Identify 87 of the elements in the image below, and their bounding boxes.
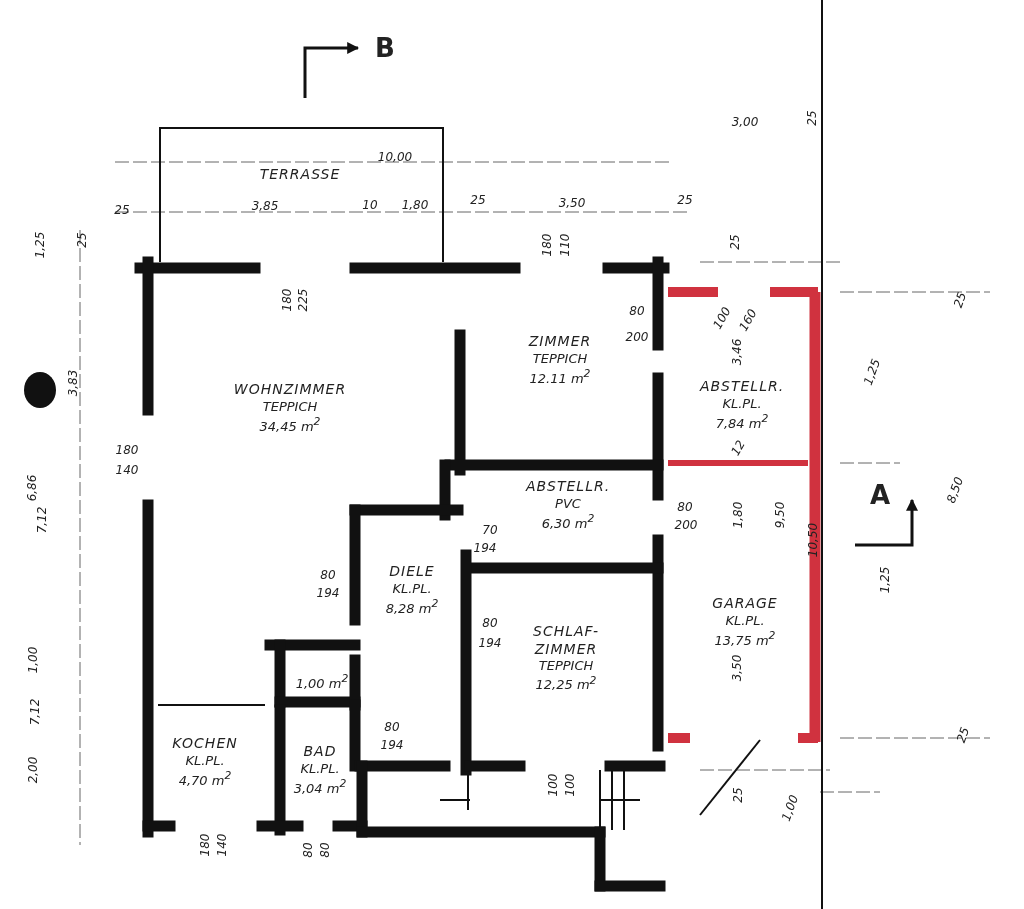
dimension-label: 25 xyxy=(114,204,130,216)
dimension-label: 6,86 xyxy=(26,474,38,502)
room-name: TERRASSE xyxy=(259,166,341,184)
dimension-label: 80 xyxy=(302,842,314,858)
dimension-label: 9,50 xyxy=(774,501,786,529)
floor-covering: KL.PL. xyxy=(721,395,763,413)
dimension-label: 25 xyxy=(470,194,486,206)
dimension-label: 180 xyxy=(199,833,211,857)
room-area: 4,70 m$^{2}$ xyxy=(172,769,238,789)
dimension-label: 180 xyxy=(541,233,553,257)
floor-covering: TEPPICH xyxy=(537,657,595,674)
dimension-label: 80 xyxy=(320,569,336,581)
dimension-label: 3,50 xyxy=(558,197,586,209)
dimension-label: 80 xyxy=(384,721,400,733)
room-area: 12.11 m$^{2}$ xyxy=(528,367,592,387)
section-label: A xyxy=(869,482,891,508)
floor-covering: KL.PL. xyxy=(299,760,341,778)
dimension-label: 140 xyxy=(115,464,139,476)
dimension-label: 110 xyxy=(559,233,571,257)
dimension-label: 80 xyxy=(629,305,645,317)
dimension-label: 194 xyxy=(473,542,497,554)
dimension-label: 3,83 xyxy=(67,369,79,397)
dimension-label: 180 xyxy=(281,288,293,312)
dimension-label: 25 xyxy=(951,290,969,310)
dimension-label: 3,50 xyxy=(731,654,743,682)
dimension-label: 194 xyxy=(478,637,502,649)
room-area: 6,30 m$^{2}$ xyxy=(525,512,611,532)
room-area: 34,45 m$^{2}$ xyxy=(233,415,347,435)
dimension-label: 8,50 xyxy=(944,475,966,505)
dimension-label: 200 xyxy=(625,331,649,343)
room-area: 3,04 m$^{2}$ xyxy=(293,777,347,797)
room-area: 12,25 m$^{2}$ xyxy=(526,673,606,694)
dimension-label: 1,00 xyxy=(27,646,39,674)
dimension-label: 3,00 xyxy=(731,116,759,128)
dimension-label: 180 xyxy=(115,444,139,456)
dimension-label: 25 xyxy=(729,234,741,250)
room-name: DIELE xyxy=(388,563,436,581)
floor-covering: KL.PL. xyxy=(724,612,766,630)
dimension-label: 25 xyxy=(677,194,693,206)
dimension-label: 1,25 xyxy=(861,357,883,387)
room-name: BAD xyxy=(302,743,338,761)
dimension-label: 1,25 xyxy=(879,566,891,594)
dimension-label: 100 xyxy=(564,773,576,797)
dimension-label: 25 xyxy=(732,787,744,803)
dimension-label: 100 xyxy=(547,773,559,797)
dimension-label: 25 xyxy=(76,232,88,248)
dimension-label: 225 xyxy=(297,288,309,312)
dimension-label: 1,25 xyxy=(34,231,46,259)
dimension-label: 7,12 xyxy=(36,506,48,534)
floor-covering: KL.PL. xyxy=(391,580,433,598)
dimension-label: 25 xyxy=(954,725,972,745)
room-area: 13,75 m$^{2}$ xyxy=(712,629,778,649)
floor-covering: TEPPICH xyxy=(261,398,319,416)
dimension-label: 140 xyxy=(216,833,228,857)
room-name: ABSTELLR. xyxy=(699,378,785,396)
dimension-label: 7,12 xyxy=(29,698,41,726)
dimension-label: 194 xyxy=(380,739,404,751)
room-area: 8,28 m$^{2}$ xyxy=(385,597,439,617)
dimension-label: 80 xyxy=(677,501,693,513)
room-name: KOCHEN xyxy=(172,735,238,753)
dimension-label: 12 xyxy=(729,438,747,458)
floor-covering: TEPPICH xyxy=(531,350,589,368)
room-name: ABSTELLR. xyxy=(525,478,611,496)
dimension-label: 80 xyxy=(482,617,498,629)
dimension-label: 2,00 xyxy=(27,756,39,784)
room-name: ZIMMER xyxy=(528,333,592,351)
room-area: 7,84 m$^{2}$ xyxy=(699,412,785,432)
dimension-label: 194 xyxy=(316,587,340,599)
floor-covering: PVC xyxy=(554,495,582,513)
dimension-label: 1,00 xyxy=(779,793,801,823)
dimension-label: 10,50 xyxy=(807,522,819,558)
dimension-label: 1,80 xyxy=(732,501,744,529)
room-name: WOHNZIMMER xyxy=(233,381,347,399)
section-label: B xyxy=(375,35,395,61)
room-name: SCHLAF- ZIMMER xyxy=(532,622,600,658)
dimension-label: 3,85 xyxy=(251,200,279,212)
dimension-label: 1,80 xyxy=(401,199,429,211)
dimension-label: 200 xyxy=(674,519,698,531)
dimension-label: 10,00 xyxy=(377,151,413,163)
room-area: 1,00 m$^{2}$ xyxy=(295,672,349,692)
dimension-label: 70 xyxy=(482,524,498,536)
room-name: GARAGE xyxy=(712,595,778,613)
dimension-label: 25 xyxy=(806,110,818,126)
dimension-label: 3,46 xyxy=(731,338,743,366)
dimension-label: 10 xyxy=(362,199,378,211)
dimension-label: 80 xyxy=(319,842,331,858)
floor-covering: KL.PL. xyxy=(184,752,226,770)
